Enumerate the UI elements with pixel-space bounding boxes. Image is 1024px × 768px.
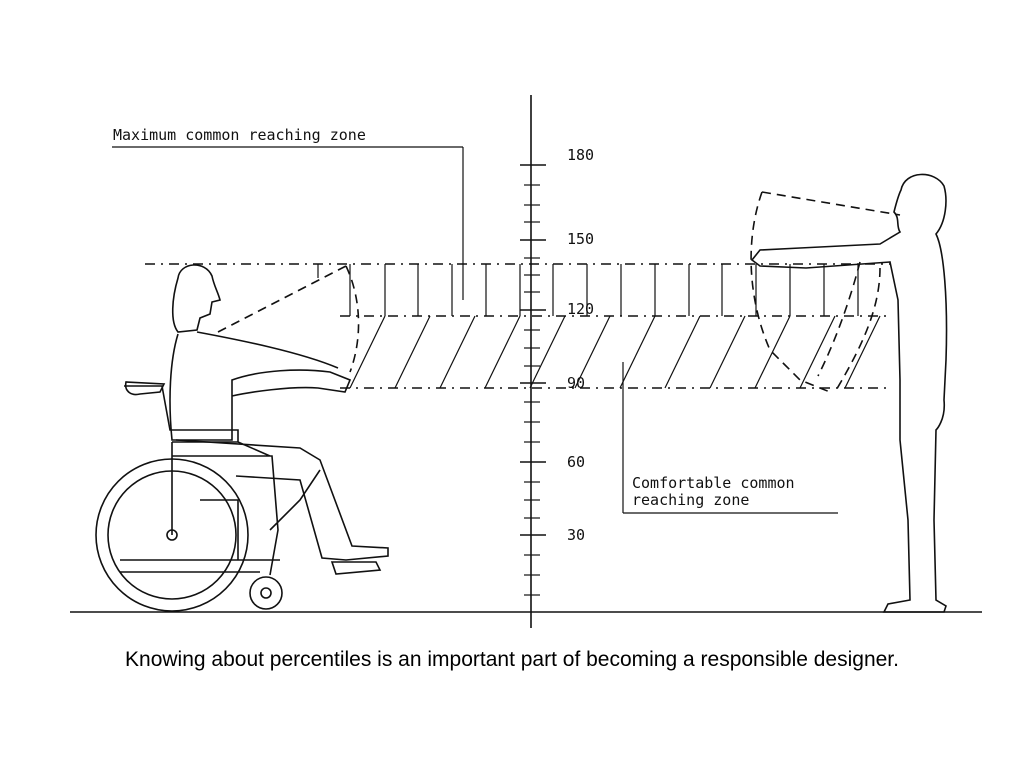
comfortable-zone-label-line1: Comfortable common — [632, 474, 795, 492]
scale-label-90: 90 — [567, 374, 585, 392]
standing-person-figure — [750, 173, 948, 613]
scale-label-30: 30 — [567, 526, 585, 544]
comfortable-reaching-zone — [340, 315, 890, 389]
scale-label-180: 180 — [567, 146, 594, 164]
max-zone-label: Maximum common reaching zone — [113, 126, 366, 144]
comfortable-zone-leader: Comfortable common reaching zone — [622, 362, 838, 514]
wheelchair-user-figure — [95, 264, 389, 612]
maximum-reaching-zone — [145, 263, 890, 317]
comfortable-zone-label-line2: reaching zone — [632, 491, 749, 509]
scale-label-60: 60 — [567, 453, 585, 471]
height-scale: 180 150 120 90 60 30 — [520, 95, 594, 628]
caption: Knowing about percentiles is an importan… — [125, 648, 899, 671]
scale-label-150: 150 — [567, 230, 594, 248]
max-zone-leader: Maximum common reaching zone — [112, 126, 464, 300]
